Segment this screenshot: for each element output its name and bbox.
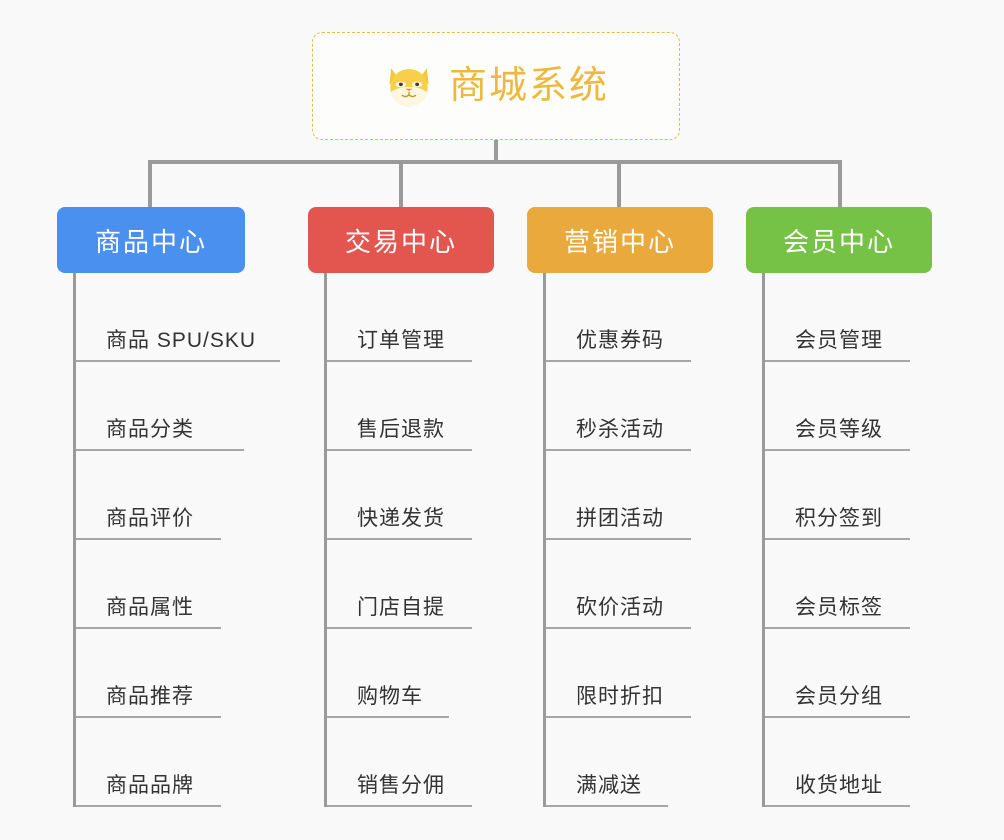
subitem-underline bbox=[546, 449, 691, 451]
category-header-product[interactable]: 商品中心 bbox=[57, 207, 245, 273]
subitem-underline bbox=[76, 538, 221, 540]
subitem-underline bbox=[76, 805, 221, 807]
subitem-label: 会员分组 bbox=[795, 684, 883, 708]
subitem-row[interactable]: 砍价活动 bbox=[546, 540, 757, 629]
category-column-product: 商品中心 商品 SPU/SKU 商品分类商品评价商品属性商品推荐商品品牌 bbox=[57, 207, 287, 807]
category-title: 会员中心 bbox=[782, 226, 895, 257]
subitem-label: 售后退款 bbox=[357, 417, 445, 441]
subitem-underline bbox=[327, 627, 472, 629]
category-title: 交易中心 bbox=[344, 226, 457, 257]
subitem-underline bbox=[76, 627, 221, 629]
subitem-row[interactable]: 限时折扣 bbox=[546, 629, 757, 718]
subitem-label: 会员管理 bbox=[795, 328, 883, 352]
subitem-underline bbox=[765, 538, 910, 540]
subitem-label: 门店自提 bbox=[357, 595, 445, 619]
subitem-underline bbox=[765, 716, 910, 718]
subitem-row[interactable]: 销售分佣 bbox=[327, 718, 538, 807]
subitem-row[interactable]: 会员分组 bbox=[765, 629, 976, 718]
subitem-row[interactable]: 会员等级 bbox=[765, 362, 976, 451]
subitem-label: 砍价活动 bbox=[576, 595, 664, 619]
connector-horizontal-bus bbox=[148, 160, 842, 164]
subitem-row[interactable]: 购物车 bbox=[327, 629, 538, 718]
connector-drop-2 bbox=[399, 160, 403, 208]
subitem-label: 会员等级 bbox=[795, 417, 883, 441]
subitem-underline bbox=[546, 805, 668, 807]
root-title: 商城系统 bbox=[448, 65, 609, 107]
subitem-label: 收货地址 bbox=[795, 773, 883, 797]
subitem-row[interactable]: 订单管理 bbox=[327, 273, 538, 362]
subitem-underline bbox=[327, 538, 472, 540]
subitem-row[interactable]: 秒杀活动 bbox=[546, 362, 757, 451]
category-column-marketing: 营销中心 优惠券码秒杀活动拼团活动砍价活动限时折扣满减送 bbox=[527, 207, 757, 807]
subitem-underline bbox=[327, 449, 472, 451]
subitem-row[interactable]: 会员标签 bbox=[765, 540, 976, 629]
subitem-row[interactable]: 商品分类 bbox=[76, 362, 287, 451]
subitem-underline bbox=[765, 805, 910, 807]
subitem-row[interactable]: 商品 SPU/SKU bbox=[76, 273, 287, 362]
subitem-label: 快递发货 bbox=[357, 506, 445, 530]
subitem-row[interactable]: 快递发货 bbox=[327, 451, 538, 540]
category-header-trade[interactable]: 交易中心 bbox=[308, 207, 494, 273]
subitem-label: 会员标签 bbox=[795, 595, 883, 619]
subitem-underline bbox=[765, 360, 910, 362]
subitem-underline bbox=[546, 627, 691, 629]
category-title: 商品中心 bbox=[94, 226, 207, 257]
subitem-row[interactable]: 积分签到 bbox=[765, 451, 976, 540]
subitem-row[interactable]: 商品属性 bbox=[76, 540, 287, 629]
subitem-label: 销售分佣 bbox=[357, 773, 445, 797]
subitem-underline bbox=[327, 716, 449, 718]
category-column-trade: 交易中心 订单管理售后退款快递发货门店自提购物车销售分佣 bbox=[308, 207, 538, 807]
category-header-marketing[interactable]: 营销中心 bbox=[527, 207, 713, 273]
subitem-row[interactable]: 满减送 bbox=[546, 718, 757, 807]
category-column-member: 会员中心 会员管理会员等级积分签到会员标签会员分组收货地址 bbox=[746, 207, 976, 807]
subitem-label: 商品品牌 bbox=[106, 773, 194, 797]
subitem-row[interactable]: 拼团活动 bbox=[546, 451, 757, 540]
shiba-dog-face-icon bbox=[389, 68, 429, 108]
subitem-underline bbox=[546, 716, 691, 718]
subitem-label: 购物车 bbox=[357, 684, 423, 708]
subitem-underline bbox=[76, 716, 221, 718]
subitem-list-member: 会员管理会员等级积分签到会员标签会员分组收货地址 bbox=[762, 273, 976, 807]
subitem-underline bbox=[765, 449, 910, 451]
subitem-label: 商品评价 bbox=[106, 506, 194, 530]
subitem-label: 限时折扣 bbox=[576, 684, 664, 708]
subitem-list-marketing: 优惠券码秒杀活动拼团活动砍价活动限时折扣满减送 bbox=[543, 273, 757, 807]
subitem-underline bbox=[76, 360, 280, 362]
subitem-underline bbox=[546, 360, 691, 362]
subitem-label: 订单管理 bbox=[357, 328, 445, 352]
subitem-underline bbox=[76, 449, 244, 451]
subitem-label: 商品分类 bbox=[106, 417, 194, 441]
connector-drop-4 bbox=[838, 160, 842, 208]
subitem-list-trade: 订单管理售后退款快递发货门店自提购物车销售分佣 bbox=[324, 273, 538, 807]
subitem-label: 满减送 bbox=[576, 773, 642, 797]
subitem-row[interactable]: 门店自提 bbox=[327, 540, 538, 629]
subitem-label: 积分签到 bbox=[795, 506, 883, 530]
subitem-row[interactable]: 商品品牌 bbox=[76, 718, 287, 807]
subitem-list-product: 商品 SPU/SKU 商品分类商品评价商品属性商品推荐商品品牌 bbox=[73, 273, 287, 807]
connector-drop-3 bbox=[617, 160, 621, 208]
category-header-member[interactable]: 会员中心 bbox=[746, 207, 932, 273]
subitem-label: 秒杀活动 bbox=[576, 417, 664, 441]
subitem-label: 优惠券码 bbox=[576, 328, 664, 352]
subitem-underline bbox=[327, 805, 472, 807]
subitem-row[interactable]: 商品评价 bbox=[76, 451, 287, 540]
subitem-underline bbox=[546, 538, 691, 540]
subitem-label: 商品推荐 bbox=[106, 684, 194, 708]
subitem-row[interactable]: 售后退款 bbox=[327, 362, 538, 451]
subitem-row[interactable]: 商品推荐 bbox=[76, 629, 287, 718]
subitem-row[interactable]: 优惠券码 bbox=[546, 273, 757, 362]
subitem-row[interactable]: 收货地址 bbox=[765, 718, 976, 807]
subitem-label: 商品属性 bbox=[106, 595, 194, 619]
subitem-label: 商品 SPU/SKU bbox=[106, 328, 257, 352]
subitem-label: 拼团活动 bbox=[576, 506, 664, 530]
category-title: 营销中心 bbox=[563, 226, 676, 257]
subitem-underline bbox=[765, 627, 910, 629]
root-node[interactable]: 商城系统 bbox=[312, 32, 680, 140]
subitem-row[interactable]: 会员管理 bbox=[765, 273, 976, 362]
subitem-underline bbox=[327, 360, 472, 362]
connector-drop-1 bbox=[148, 160, 152, 208]
connector-root-stem bbox=[494, 140, 498, 163]
